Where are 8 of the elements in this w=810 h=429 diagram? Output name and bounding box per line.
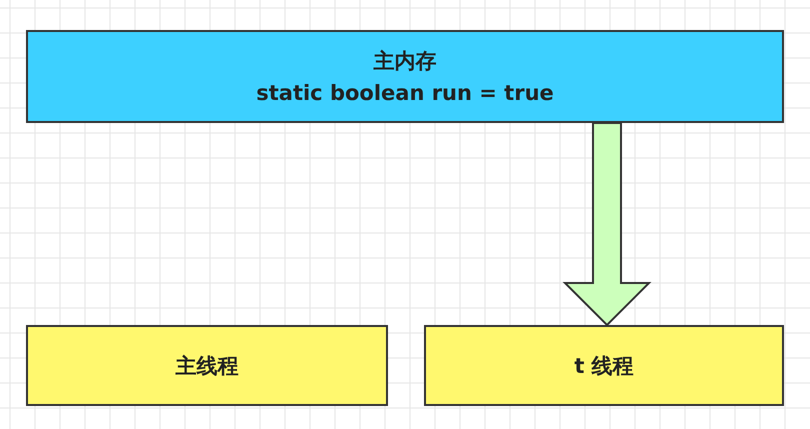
node-text: static boolean run = true — [256, 80, 554, 106]
memory-box — [26, 30, 784, 123]
thread-box — [424, 325, 784, 406]
block-arrow — [562, 122, 652, 326]
node-title: 主内存 — [374, 48, 436, 74]
thread-box — [26, 325, 388, 406]
node-title: 主线程 — [176, 352, 238, 380]
node-title: t 线程 — [574, 352, 634, 380]
